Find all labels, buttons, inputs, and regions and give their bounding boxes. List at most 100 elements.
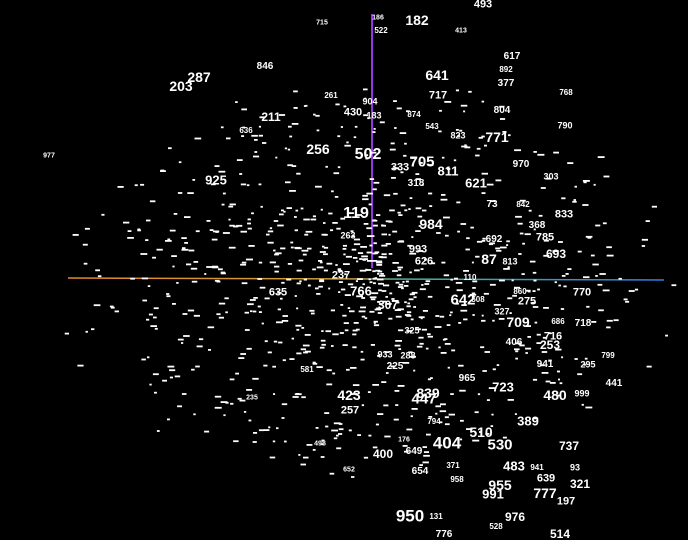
point-marker: [214, 395, 222, 398]
point-marker: [336, 227, 341, 230]
point-marker: [338, 428, 344, 431]
point-label: 833: [554, 208, 574, 221]
point-marker: [583, 363, 586, 366]
point-marker: [137, 228, 141, 231]
point-marker: [146, 318, 150, 321]
point-marker: [326, 262, 333, 265]
point-marker: [300, 348, 306, 351]
point-marker: [329, 472, 335, 475]
point-marker: [422, 461, 429, 464]
point-marker: [117, 186, 124, 188]
point-marker: [274, 253, 279, 256]
point-marker: [264, 297, 270, 300]
point-marker: [156, 248, 163, 251]
point-marker: [541, 351, 548, 353]
point-marker: [95, 269, 100, 272]
point-marker: [372, 446, 378, 449]
point-marker: [253, 297, 258, 299]
point-marker: [381, 253, 387, 256]
point-marker: [220, 126, 224, 129]
point-marker: [457, 135, 461, 137]
point-marker: [552, 251, 555, 254]
point-marker: [342, 248, 347, 250]
point-label: 287: [187, 69, 211, 85]
point-marker: [414, 269, 420, 272]
point-marker: [326, 383, 333, 386]
point-marker: [532, 306, 539, 308]
point-marker: [396, 107, 402, 110]
point-marker: [488, 387, 496, 389]
point-marker: [392, 262, 399, 264]
point-label: 639: [536, 472, 556, 485]
point-marker: [214, 406, 222, 409]
point-marker: [229, 378, 235, 381]
point-marker: [369, 281, 373, 284]
point-marker: [236, 159, 243, 161]
point-label: 430: [343, 106, 363, 119]
point-marker: [418, 225, 421, 227]
point-marker: [254, 151, 258, 153]
point-marker: [191, 280, 198, 283]
point-marker: [533, 228, 536, 231]
point-marker: [192, 179, 196, 181]
point-marker: [477, 393, 481, 396]
point-marker: [361, 255, 368, 258]
point-marker: [381, 290, 387, 292]
point-marker: [283, 210, 286, 213]
point-marker: [240, 353, 246, 355]
point-marker: [404, 285, 409, 287]
point-marker: [291, 337, 294, 340]
point-label: 970: [512, 159, 530, 170]
point-marker: [427, 295, 433, 298]
point-marker: [455, 282, 463, 284]
point-marker: [257, 278, 263, 280]
point-marker: [338, 433, 343, 435]
point-marker: [563, 285, 567, 288]
point-marker: [267, 230, 274, 233]
point-marker: [421, 184, 424, 186]
point-marker: [378, 282, 384, 285]
point-marker: [321, 343, 326, 346]
point-label: 183: [366, 110, 382, 121]
point-marker: [492, 368, 496, 371]
point-marker: [368, 434, 372, 437]
point-marker: [240, 263, 247, 266]
point-marker: [290, 241, 294, 244]
point-marker: [519, 199, 526, 202]
point-marker: [400, 204, 406, 207]
point-marker: [533, 279, 537, 282]
point-marker: [527, 290, 531, 293]
point-marker: [628, 290, 635, 292]
point-marker: [101, 213, 105, 216]
point-marker: [285, 181, 291, 184]
point-label: 770: [572, 286, 592, 299]
point-marker: [305, 230, 313, 233]
point-marker: [481, 314, 484, 317]
point-marker: [372, 270, 376, 273]
point-marker: [198, 338, 204, 341]
point-marker: [278, 114, 286, 116]
point-marker: [369, 310, 375, 313]
point-marker: [177, 405, 182, 408]
point-marker: [420, 268, 424, 270]
point-marker: [296, 328, 300, 331]
point-label: 275: [517, 295, 537, 308]
point-marker: [380, 256, 387, 259]
point-marker: [534, 321, 538, 324]
point-label: 804: [493, 105, 511, 116]
point-marker: [110, 306, 115, 309]
point-marker: [443, 216, 450, 219]
point-marker: [233, 440, 239, 443]
point-marker: [389, 148, 396, 151]
point-marker: [449, 314, 452, 317]
point-marker: [356, 295, 363, 298]
point-marker: [577, 373, 583, 376]
point-marker: [294, 295, 297, 297]
point-marker: [436, 232, 441, 234]
point-marker: [386, 303, 392, 305]
point-marker: [308, 284, 311, 287]
point-marker: [247, 227, 252, 230]
point-marker: [274, 270, 279, 273]
point-marker: [525, 325, 531, 327]
